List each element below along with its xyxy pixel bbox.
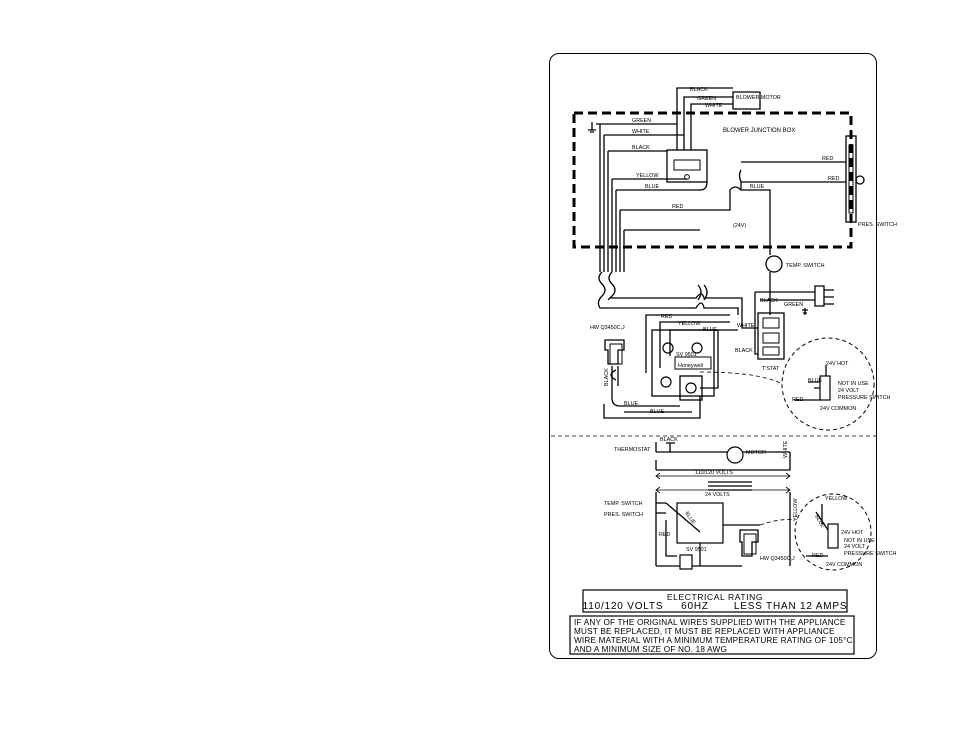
label-black-sch: BLACK [660, 437, 678, 443]
label-blue-detail: BLUE [808, 378, 822, 384]
electrical-rating-title: ELECTRICAL RATING [667, 592, 763, 602]
label-sv9501-sch: SV 9501 [686, 547, 707, 553]
warning-line-2: MUST BE REPLACED, IT MUST BE REPLACED WI… [574, 627, 835, 636]
label-black-top: BLACK [690, 87, 708, 93]
label-black-plug: BLACK [760, 298, 778, 304]
label-24v-hot: 24V HOT [826, 361, 849, 367]
label-not-in-use-2: NOT IN USE [844, 538, 875, 544]
label-pressure-switch: PRESSURE SWITCH [838, 395, 891, 401]
label-red-detail2: RED [812, 553, 823, 559]
electrical-rating-box [582, 589, 848, 613]
label-yellow-sch: YELLOW [793, 498, 799, 521]
label-yellow-ctrl: YELLOW [678, 321, 701, 327]
detail-circle-bottom [794, 493, 872, 571]
warning-box [569, 615, 855, 655]
label-red-right2: RED [828, 176, 839, 182]
label-thermostat: THERMOSTAT [614, 447, 651, 453]
rating-text: ELECTRICAL RATING 110/120 VOLTS 60HZ LES… [583, 592, 848, 612]
label-black-tstat: BLACK [735, 348, 753, 354]
wire-labels: BLACK GREEN WHITE BLOWER MOTOR GREEN WHI… [590, 87, 897, 568]
label-24-volts: 24 VOLTS [705, 492, 730, 498]
motor-symbol [726, 446, 744, 464]
label-not-in-use: NOT IN USE [838, 381, 869, 387]
detail-circle-top [781, 337, 875, 431]
label-pres-switch-sch: PRES. SWITCH [604, 512, 643, 518]
label-black-left: BLACK [632, 145, 650, 151]
label-pressure-switch-2: PRESSURE SWITCH [844, 551, 897, 557]
label-green-top: GREEN [697, 96, 716, 102]
hw-valve-schematic [739, 529, 759, 557]
label-24-volt: 24 VOLT [838, 388, 860, 394]
label-pres-switch: PRES. SWITCH [858, 222, 897, 228]
label-white-left: WHITE [632, 129, 650, 135]
temp-switch [765, 255, 783, 273]
label-tstat: T'STAT [762, 366, 780, 372]
label-red-jb: RED [672, 204, 683, 210]
label-hw-valve-sch: HW Q3450C,J [760, 556, 795, 562]
label-24v-hot-2: 24V HOT [841, 530, 864, 536]
label-blue-bottom2: BLUE [650, 409, 664, 415]
pictorial-wiring [572, 87, 875, 431]
sv9501-schematic [676, 502, 724, 544]
label-blue-ctrl: BLUE [703, 327, 717, 333]
label-blue-jb: BLUE [645, 184, 659, 190]
label-24v: (24V) [733, 223, 746, 229]
blower-motor-box [732, 91, 761, 110]
electrical-rating-values: 110/120 VOLTS 60HZ LESS THAN 12 AMPS [583, 601, 848, 612]
label-green-plug: GREEN [784, 302, 803, 308]
label-temp-switch-sch: TEMP. SWITCH [604, 501, 643, 507]
label-blue-detail2: BLUE [813, 514, 825, 530]
label-24v-common-2: 24V COMMON [826, 562, 862, 568]
warning-line-4: AND A MINIMUM SIZE OF NO. 18 AWG [574, 645, 727, 654]
sv9501-module [651, 329, 715, 397]
label-white-sch: WHITE [783, 440, 789, 458]
label-blower-junction-box: BLOWER JUNCTION BOX [723, 128, 795, 134]
label-blue-right: BLUE [750, 184, 764, 190]
label-white-top: WHITE [705, 103, 723, 109]
label-black-vert: BLACK [604, 368, 610, 386]
label-temp-switch: TEMP. SWITCH [786, 263, 825, 269]
label-red-right1: RED [822, 156, 833, 162]
label-yellow-detail2: YELLOW [825, 496, 848, 502]
label-yellow-jb: YELLOW [636, 173, 659, 179]
warning-text: IF ANY OF THE ORIGINAL WIRES SUPPLIED WI… [574, 618, 853, 654]
label-red-ctrl: RED [661, 314, 672, 320]
label-blower-motor: BLOWER MOTOR [736, 95, 781, 101]
label-hw-valve-top: HW Q3450C,J [590, 325, 625, 331]
label-sv9501-top: SV 9501 [676, 352, 697, 358]
label-red-sch: RED [659, 532, 670, 538]
blower-junction-box [572, 111, 853, 249]
label-24v-common: 24V COMMON [820, 406, 856, 412]
label-honeywell: Honeywell [678, 363, 703, 369]
pressure-switch-port [855, 175, 865, 185]
label-green-left: GREEN [632, 118, 651, 124]
label-blue-bottom1: BLUE [624, 401, 638, 407]
ladder-schematic [655, 442, 872, 571]
terminal-block [666, 149, 708, 183]
label-red-detail: RED [792, 397, 803, 403]
label-24-volt-2: 24 VOLT [844, 544, 866, 550]
label-110-volts: 110/120 VOLTS [695, 470, 733, 476]
warning-line-1: IF ANY OF THE ORIGINAL WIRES SUPPLIED WI… [574, 618, 846, 627]
label-motor: MOTOR [746, 450, 766, 456]
label-white-tstat: WHITE [737, 323, 755, 329]
warning-line-3: WIRE MATERIAL WITH A MINIMUM TEMPERATURE… [574, 636, 853, 645]
thermostat-block [757, 312, 785, 360]
